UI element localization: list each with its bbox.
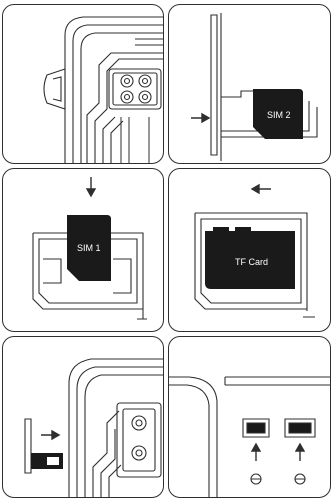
- step-6-panel: [168, 336, 331, 498]
- step-5-panel: [2, 336, 164, 498]
- sim-tool-icon: [295, 474, 305, 484]
- sim-tool-icon: [251, 474, 261, 484]
- sim2-tray-illustration: SIM 2: [169, 5, 331, 164]
- arrow-up-icon: [296, 444, 304, 461]
- sim-slot-left: [243, 419, 269, 437]
- sim2-card-label: SIM 2: [267, 110, 291, 120]
- card-tray: [31, 453, 63, 469]
- tf-slot-right: [285, 419, 315, 437]
- tf-card-label: TF Card: [235, 257, 268, 267]
- arrow-down-icon: [87, 177, 95, 196]
- phone-corner-illustration: [3, 5, 164, 164]
- step-2-panel: SIM 2: [168, 4, 331, 164]
- tray-closed-illustration: [169, 337, 331, 498]
- arrow-right-icon: [41, 431, 59, 439]
- step-4-panel: TF Card: [168, 168, 331, 332]
- arrow-left-icon: [252, 185, 271, 193]
- sim1-tray-illustration: SIM 1: [3, 169, 164, 332]
- sim1-card-label: SIM 1: [77, 243, 101, 253]
- step-1-panel: [2, 4, 164, 164]
- tray-insert-illustration: [3, 337, 164, 498]
- arrow-right-icon: [191, 114, 209, 122]
- step-3-panel: SIM 1: [2, 168, 164, 332]
- tf-card-tray-illustration: TF Card: [169, 169, 331, 332]
- arrow-up-icon: [252, 444, 260, 461]
